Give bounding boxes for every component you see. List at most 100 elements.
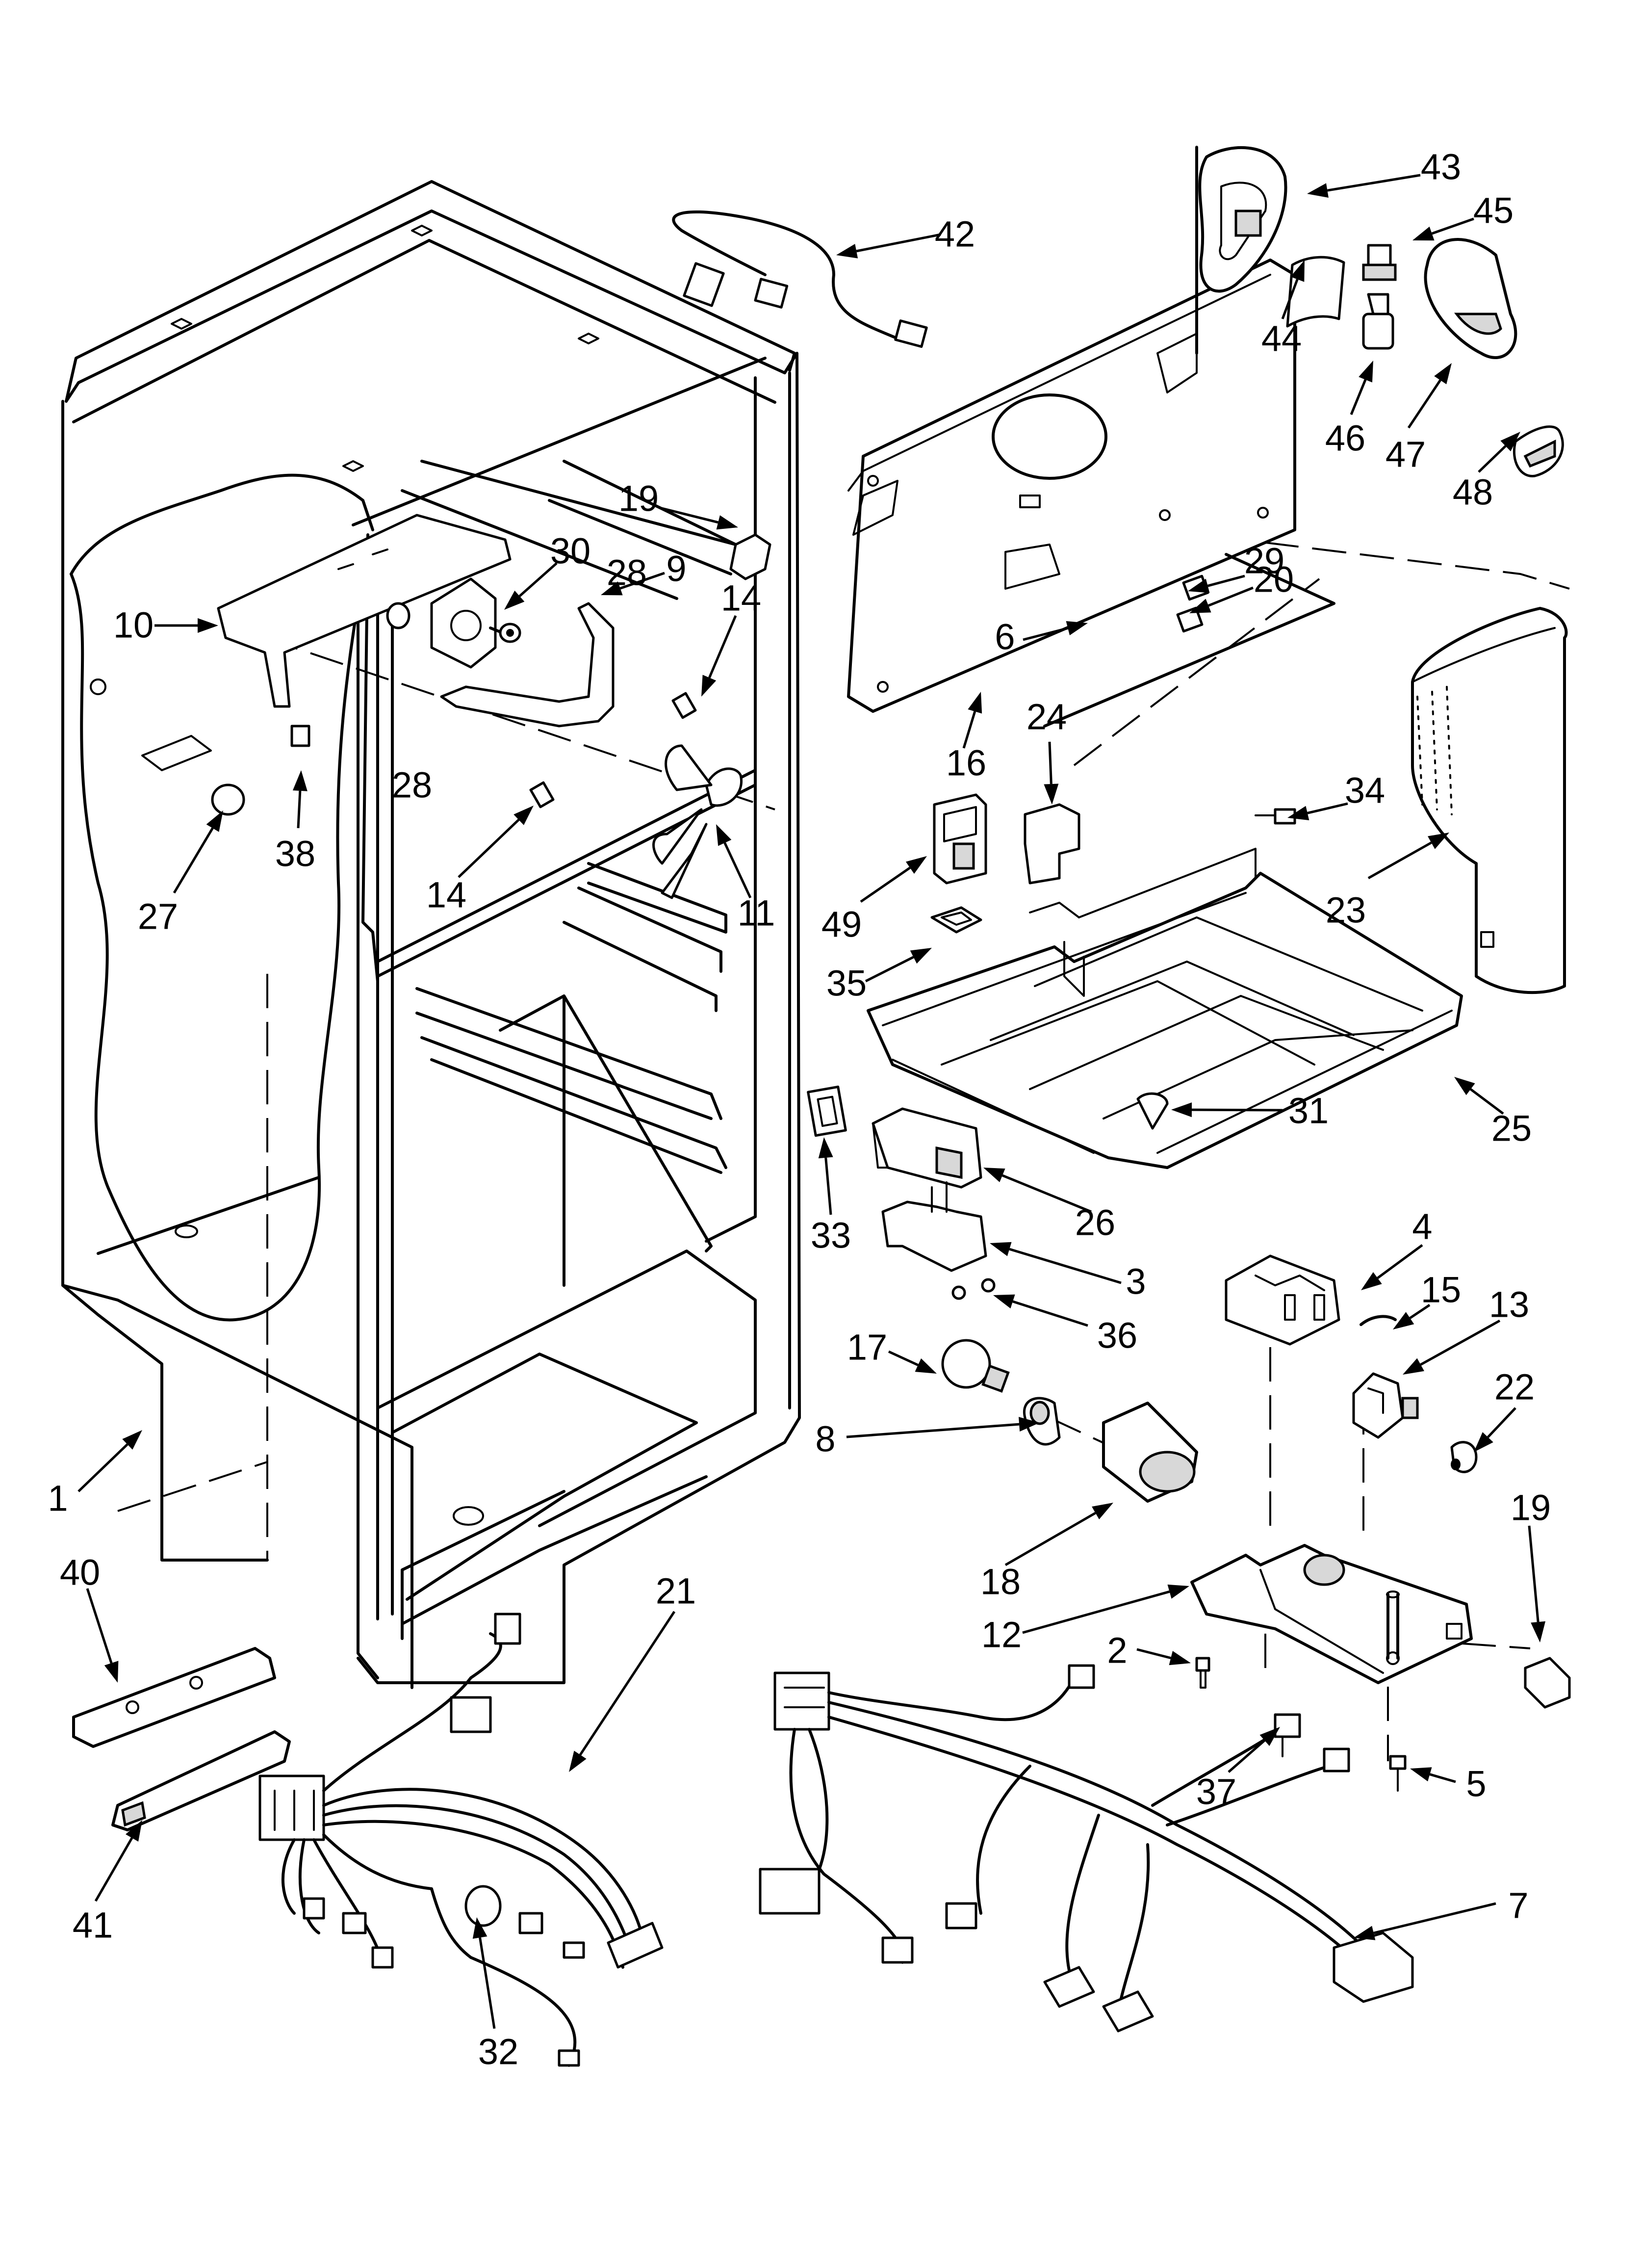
callout-number: 19 — [618, 478, 659, 519]
callout-arrow — [1023, 621, 1088, 641]
callout-number: 41 — [73, 1905, 113, 1946]
callout-arrow — [962, 692, 982, 749]
callout-number: 32 — [478, 2032, 518, 2072]
wire-harness-7 — [759, 1664, 1414, 2033]
callout-number: 30 — [550, 531, 590, 572]
callout-arrow — [504, 562, 558, 610]
callout-arrow — [818, 1137, 833, 1215]
callout-number: 16 — [946, 743, 986, 783]
callout-arrow — [86, 1588, 119, 1683]
callout-arrow — [1044, 741, 1059, 805]
callout-number: 17 — [847, 1327, 887, 1368]
callout-number: 31 — [1288, 1091, 1329, 1131]
callout-arrow — [1307, 174, 1421, 198]
callout-number: 47 — [1385, 434, 1426, 475]
callout-number: 13 — [1489, 1284, 1529, 1325]
callout-number: 42 — [935, 214, 975, 255]
callout-number: 46 — [1325, 418, 1365, 459]
callout-number: 23 — [1326, 890, 1366, 931]
callout-number: 5 — [1466, 1764, 1486, 1804]
callout-arrow — [1528, 1525, 1546, 1642]
callout-number: 45 — [1473, 190, 1514, 231]
callout-arrow — [1022, 1584, 1189, 1634]
callout-number: 14 — [426, 875, 466, 915]
tray-25 — [867, 848, 1463, 1169]
callout-arrow — [716, 824, 752, 899]
callout-number: 36 — [1097, 1315, 1137, 1356]
side-cover-23 — [1411, 607, 1568, 994]
callout-arrow — [1474, 1407, 1516, 1452]
callout-arrow — [701, 615, 737, 697]
callout-arrow — [1410, 1767, 1456, 1783]
callout-number: 8 — [815, 1419, 835, 1460]
door-trim — [72, 1647, 291, 1831]
callout-number: 35 — [826, 963, 867, 1004]
callout-arrow — [1004, 1503, 1113, 1566]
refrigerator-liner — [61, 180, 801, 1689]
callout-arrow — [77, 1430, 142, 1492]
callout-arrow — [1281, 260, 1305, 319]
callout-labels: 1234567891011121314141516171819192021222… — [48, 147, 1551, 2072]
callout-number: 28 — [607, 552, 647, 593]
callout-arrow — [1350, 361, 1373, 415]
callout-number: 29 — [1244, 541, 1284, 581]
callout-arrow — [888, 1350, 937, 1374]
callout-number: 33 — [811, 1215, 851, 1256]
callout-number: 7 — [1508, 1885, 1528, 1926]
callout-arrow — [292, 770, 308, 829]
callout-number: 24 — [1026, 697, 1067, 737]
callout-arrow — [846, 1417, 1040, 1438]
callout-arrow — [1189, 586, 1254, 613]
callout-arrow — [569, 1611, 676, 1772]
callout-number: 22 — [1494, 1367, 1535, 1408]
callout-arrow — [659, 506, 738, 530]
callout-arrow — [1393, 1303, 1431, 1330]
callout-number: 20 — [1254, 559, 1294, 600]
callout-number: 34 — [1345, 770, 1385, 811]
callout-number: 19 — [1511, 1487, 1551, 1528]
callout-number: 14 — [721, 578, 761, 619]
callout-number: 43 — [1421, 147, 1461, 187]
callout-number: 11 — [738, 893, 775, 934]
callout-number: 12 — [981, 1615, 1022, 1655]
callout-number: 49 — [821, 904, 862, 945]
callout-arrow — [154, 618, 218, 633]
callout-arrow — [1407, 363, 1452, 429]
callout-number: 18 — [980, 1562, 1021, 1602]
wire-harness-42 — [672, 210, 928, 348]
callout-arrow — [1412, 217, 1474, 241]
callout-arrow — [983, 1168, 1092, 1213]
callout-number: 37 — [1196, 1772, 1236, 1812]
callout-number: 26 — [1075, 1202, 1115, 1243]
callout-arrow — [1403, 1319, 1501, 1375]
callout-arrow — [94, 1820, 142, 1902]
callout-arrow — [1136, 1648, 1191, 1666]
callout-number: 2 — [1107, 1630, 1127, 1671]
callout-number: 6 — [995, 617, 1015, 657]
wire-harness-21 — [258, 1613, 664, 2067]
callout-arrow — [1478, 432, 1520, 473]
callout-number: 15 — [1421, 1270, 1461, 1310]
callout-arrow — [173, 810, 223, 894]
callout-arrow — [993, 1294, 1088, 1327]
callout-number: 44 — [1261, 318, 1302, 359]
callout-arrow — [1454, 1077, 1504, 1115]
freezer-components — [211, 514, 771, 899]
callout-arrow — [458, 806, 534, 878]
callout-number: 40 — [60, 1552, 100, 1593]
callout-arrow — [1188, 574, 1245, 593]
callout-arrow — [1354, 1902, 1496, 1940]
callout-arrow — [836, 233, 941, 259]
callout-arrow — [860, 856, 927, 903]
callout-arrow — [1171, 1102, 1283, 1118]
callout-arrow — [990, 1242, 1122, 1284]
callout-arrow — [865, 948, 932, 983]
callout-number: 9 — [666, 548, 686, 589]
callout-arrow — [1228, 1727, 1280, 1773]
callout-number: 4 — [1412, 1206, 1432, 1247]
callout-number: 25 — [1491, 1108, 1532, 1149]
callout-number: 48 — [1453, 472, 1493, 513]
callout-arrow — [472, 1917, 496, 2029]
callout-arrows — [77, 174, 1546, 2029]
